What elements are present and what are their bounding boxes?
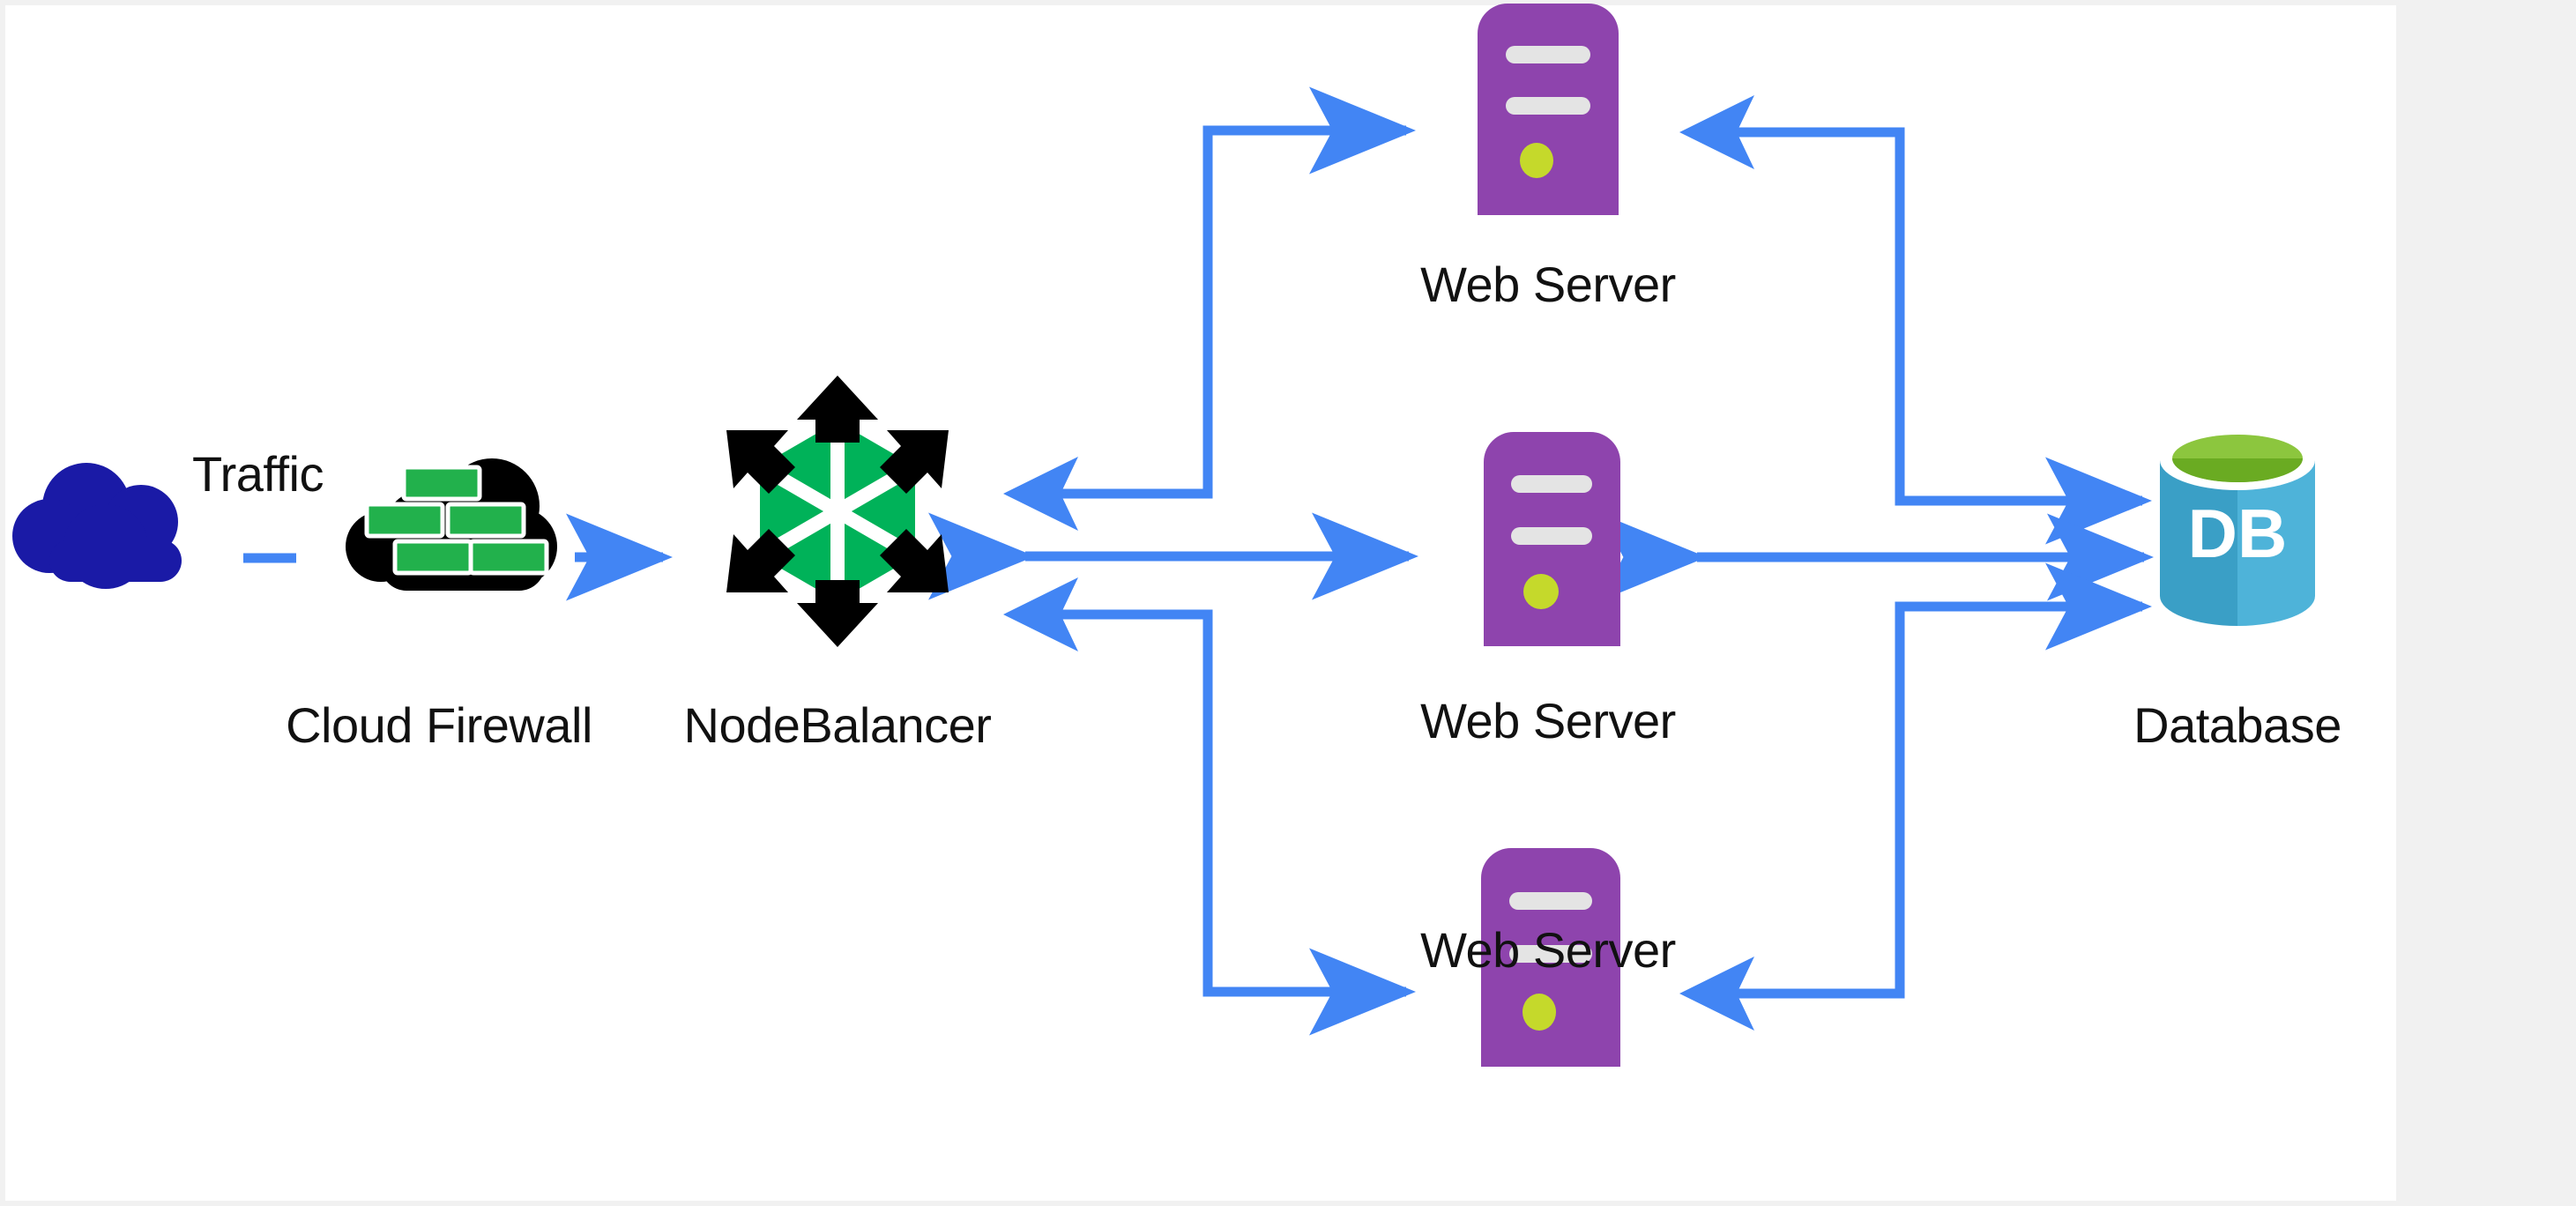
database-label: Database — [2133, 697, 2341, 753]
traffic-label: Traffic — [192, 446, 324, 502]
web-server-3-label: Web Server — [1420, 922, 1676, 978]
database-icon: DB — [2149, 423, 2326, 648]
server-icon — [1481, 848, 1620, 1067]
server-icon — [1478, 4, 1619, 215]
nodebalancer-label: NodeBalancer — [683, 697, 992, 753]
firewall-label: Cloud Firewall — [286, 697, 592, 753]
web-server-2-label: Web Server — [1420, 693, 1676, 748]
nodebalancer-icon — [696, 370, 979, 652]
server-icon — [1484, 432, 1620, 646]
web-server-1-label: Web Server — [1420, 257, 1676, 312]
firewall-icon — [316, 448, 562, 607]
database-badge: DB — [2188, 495, 2288, 572]
traffic-cloud-icon — [7, 458, 227, 599]
